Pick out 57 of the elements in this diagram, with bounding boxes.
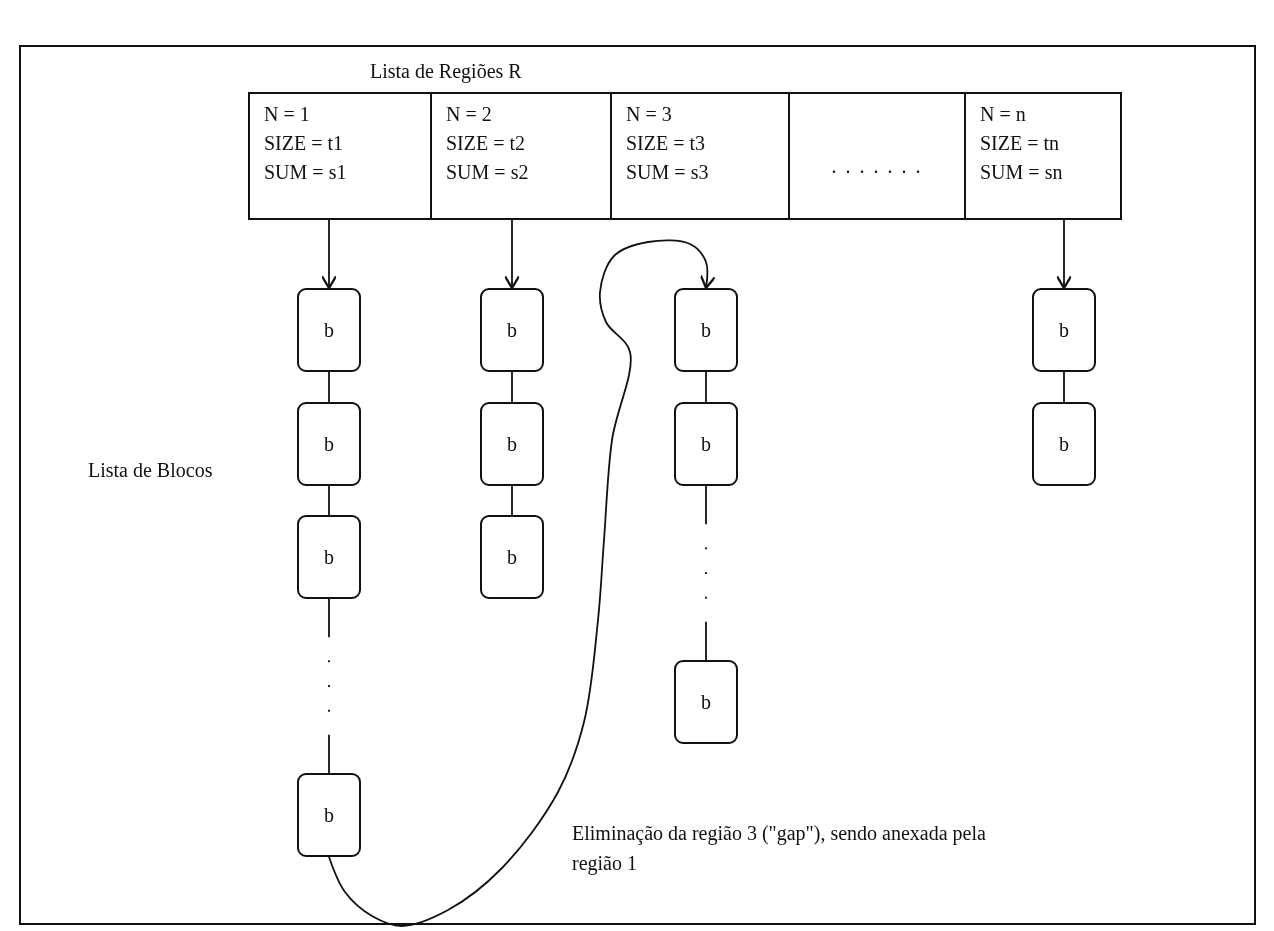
- link-line: [511, 485, 513, 516]
- arrow: [1055, 219, 1073, 290]
- region-cell: [248, 92, 432, 220]
- arrow: [320, 219, 338, 290]
- block-box: [297, 515, 361, 599]
- region-cell: [788, 92, 966, 220]
- block-label: b: [324, 545, 334, 569]
- link-line: [511, 371, 513, 403]
- table-heading: Lista de Regiões R: [370, 60, 522, 83]
- block-label: b: [324, 432, 334, 456]
- region-cell: [964, 92, 1122, 220]
- side-label: Lista de Blocos: [88, 458, 214, 483]
- block-label: b: [507, 545, 517, 569]
- block-box: [480, 288, 544, 372]
- field-text: N = n: [980, 102, 1027, 127]
- link-line: [328, 371, 330, 403]
- block-label: b: [507, 318, 517, 342]
- link-line: [328, 598, 330, 774]
- link-line: [705, 485, 707, 661]
- link-line: [1063, 371, 1065, 403]
- block-box: [674, 402, 738, 486]
- field-text: SIZE = t2: [446, 131, 527, 156]
- block-label: b: [324, 318, 334, 342]
- block-label: b: [1059, 432, 1069, 456]
- link-line: [328, 485, 330, 516]
- region-cell: [610, 92, 790, 220]
- block-box: [480, 515, 544, 599]
- link-line: [705, 371, 707, 403]
- field-text: N = 1: [264, 102, 311, 127]
- block-box: [297, 288, 361, 372]
- field-text: SIZE = tn: [980, 131, 1061, 156]
- field-text: SIZE = t3: [626, 131, 707, 156]
- field-text: SUM = s3: [626, 160, 710, 185]
- block-label: b: [701, 690, 711, 714]
- block-box: [674, 288, 738, 372]
- block-label: b: [507, 432, 517, 456]
- block-box: [297, 773, 361, 857]
- region-cell: [430, 92, 612, 220]
- field-text: N = 2: [446, 102, 493, 127]
- field-text: SUM = s1: [264, 160, 348, 185]
- block-box: [297, 402, 361, 486]
- ellipsis-text: . . . . . . .: [831, 153, 923, 179]
- field-text: SIZE = t1: [264, 131, 345, 156]
- block-box: [480, 402, 544, 486]
- arrow: [503, 219, 521, 290]
- field-text: SUM = sn: [980, 160, 1064, 185]
- field-text: N = 3: [626, 102, 673, 127]
- curved-arrow: [328, 239, 716, 927]
- block-box: [1032, 402, 1096, 486]
- block-label: b: [1059, 318, 1069, 342]
- block-label: b: [701, 432, 711, 456]
- block-label: b: [324, 803, 334, 827]
- note-text: Eliminação da região 3 ("gap"), sendo anexada pela região 1: [572, 821, 987, 877]
- block-box: [674, 660, 738, 744]
- block-box: [1032, 288, 1096, 372]
- field-text: SUM = s2: [446, 160, 530, 185]
- block-label: b: [701, 318, 711, 342]
